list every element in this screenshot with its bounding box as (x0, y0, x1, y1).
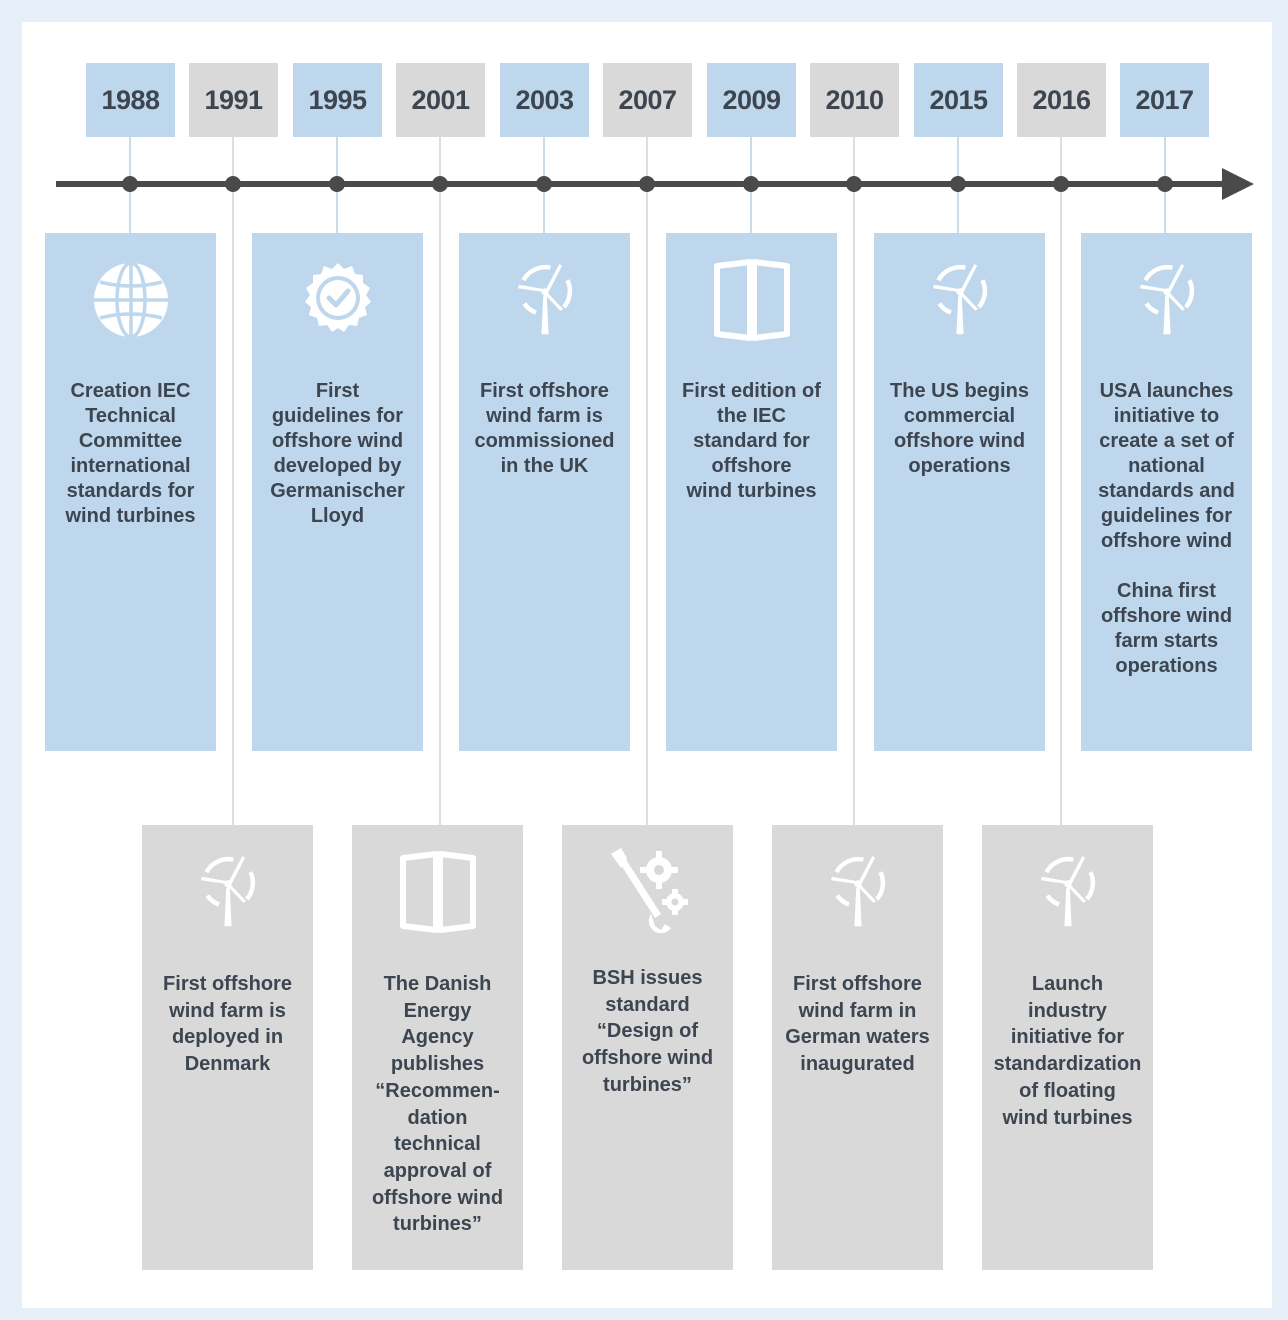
event-text-1988: Creation IEC Technical Committee interna… (65, 380, 196, 527)
wind-turbine-icon (1122, 255, 1212, 345)
connector-2016 (1060, 137, 1062, 825)
timeline-dot-2003 (536, 176, 552, 192)
year-label-1995: 1995 (293, 63, 382, 137)
timeline-dot-2007 (639, 176, 655, 192)
event-text-2015: The US begins commercial offshore wind o… (890, 380, 1029, 477)
event-card-2015: The US begins commercial offshore wind o… (874, 233, 1045, 751)
year-label-2016: 2016 (1017, 63, 1106, 137)
timeline-dot-2001 (432, 176, 448, 192)
timeline-dot-1991 (225, 176, 241, 192)
event-card-2009: First edition of the IEC standard for of… (666, 233, 837, 751)
event-card-1995: First guidelines for offshore wind devel… (252, 233, 423, 751)
timeline-dot-2015 (950, 176, 966, 192)
event-card-2007: BSH issues standard “Design of offshore … (562, 825, 733, 1270)
event-card-1991: First offshore wind farm is deployed in … (142, 825, 313, 1270)
year-label-2009: 2009 (707, 63, 796, 137)
year-label-1991: 1991 (189, 63, 278, 137)
event-card-2010: First offshore wind farm in German water… (772, 825, 943, 1270)
event-text-1991: First offshore wind farm is deployed in … (163, 973, 292, 1076)
year-label-1988: 1988 (86, 63, 175, 137)
event-text-2007: BSH issues standard “Design of offshore … (581, 967, 714, 1096)
certified-badge-icon (293, 255, 383, 345)
wind-turbine-icon (813, 847, 903, 937)
timeline-dot-2016 (1053, 176, 1069, 192)
wind-turbine-icon (500, 255, 590, 345)
year-label-2007: 2007 (603, 63, 692, 137)
year-label-2015: 2015 (914, 63, 1003, 137)
event-card-2001: The Danish Energy Agency publishes “Reco… (352, 825, 523, 1270)
wind-turbine-icon (183, 847, 273, 937)
wind-turbine-icon (915, 255, 1005, 345)
timeline-dot-1988 (122, 176, 138, 192)
year-label-2017: 2017 (1120, 63, 1209, 137)
connector-2001 (439, 137, 441, 825)
timeline-arrowhead (1222, 168, 1254, 200)
timeline-dot-2010 (846, 176, 862, 192)
event-card-1988: Creation IEC Technical Committee interna… (45, 233, 216, 751)
event-card-2003: First offshore wind farm is commissioned… (459, 233, 630, 751)
event-card-2017: USA launches initiative to create a set … (1081, 233, 1252, 751)
year-label-2001: 2001 (396, 63, 485, 137)
globe-icon (86, 255, 176, 345)
event-card-2016: Launch industry initiative for standardi… (982, 825, 1153, 1270)
open-book-icon (707, 255, 797, 345)
event-text-2016: Launch industry initiative for standardi… (993, 973, 1142, 1129)
event-text-2010: First offshore wind farm in German water… (785, 973, 930, 1076)
connector-1991 (232, 137, 234, 825)
event-text-2001: The Danish Energy Agency publishes “Reco… (371, 973, 504, 1236)
event-text-2003: First offshore wind farm is commissioned… (474, 380, 615, 477)
year-label-2010: 2010 (810, 63, 899, 137)
connector-2007 (646, 137, 648, 825)
event-text-2009: First edition of the IEC standard for of… (682, 380, 821, 502)
wrench-gears-icon (603, 847, 693, 937)
event-text-1995: First guidelines for offshore wind devel… (270, 380, 405, 527)
open-book-icon (393, 847, 483, 937)
event-text-2017: USA launches initiative to create a set … (1098, 380, 1235, 677)
timeline-dot-2009 (743, 176, 759, 192)
wind-turbine-icon (1023, 847, 1113, 937)
timeline-dot-1995 (329, 176, 345, 192)
timeline-dot-2017 (1157, 176, 1173, 192)
connector-2010 (853, 137, 855, 825)
year-label-2003: 2003 (500, 63, 589, 137)
